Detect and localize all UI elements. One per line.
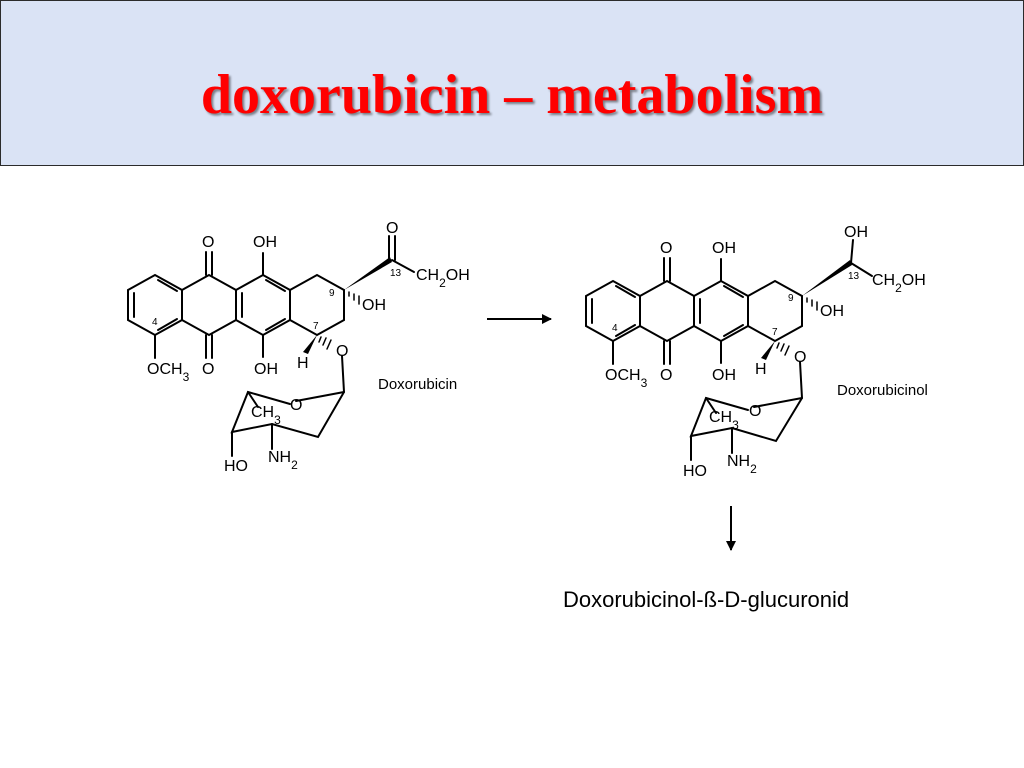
atom-number: 9 xyxy=(329,288,335,299)
atom-label: CH2OH xyxy=(872,272,926,295)
atom-number: 4 xyxy=(152,317,158,328)
atom-number: 7 xyxy=(313,321,319,332)
atom-label: OH xyxy=(712,367,736,384)
atom-number: 7 xyxy=(772,327,778,338)
molecule-doxorubicin xyxy=(127,235,415,457)
molecule-name-doxorubicin: Doxorubicin xyxy=(378,376,457,393)
doxorubicin-labels: O OH O CH2OH 13 9 OH 4 7 OCH3 O OH H O O… xyxy=(147,220,470,475)
title-band xyxy=(0,0,1024,166)
atom-label: CH3 xyxy=(709,409,739,432)
atom-label: CH3 xyxy=(251,404,281,427)
atom-label: OH xyxy=(362,297,386,314)
atom-label: OCH3 xyxy=(147,361,190,384)
atom-label: O xyxy=(749,403,761,420)
atom-label: H xyxy=(755,361,767,378)
atom-label: H xyxy=(297,355,309,372)
atom-number: 13 xyxy=(848,271,860,282)
atom-label: OH xyxy=(820,303,844,320)
doxorubicinol-labels: O OH OH CH2OH 13 9 OH 4 7 OCH3 O OH H O … xyxy=(605,224,928,480)
atom-number: 4 xyxy=(612,323,618,334)
molecule-doxorubicinol xyxy=(585,239,873,461)
atom-label: OCH3 xyxy=(605,367,648,390)
atom-label: OH xyxy=(844,224,868,241)
atom-label: HO xyxy=(224,458,248,475)
atom-label: O xyxy=(202,234,214,251)
atom-label: O xyxy=(794,349,806,366)
atom-label: CH2OH xyxy=(416,267,470,290)
slide-title: doxorubicin – metabolism xyxy=(200,64,824,126)
atom-label: OH xyxy=(712,240,736,257)
atom-label: NH2 xyxy=(268,449,298,472)
atom-label: O xyxy=(660,367,672,384)
molecule-name-doxorubicinol: Doxorubicinol xyxy=(837,382,928,399)
atom-number: 13 xyxy=(390,268,402,279)
atom-label: OH xyxy=(253,234,277,251)
atom-label: NH2 xyxy=(727,453,757,476)
atom-label: O xyxy=(202,361,214,378)
atom-label: O xyxy=(336,343,348,360)
atom-label: OH xyxy=(254,361,278,378)
atom-label: O xyxy=(660,240,672,257)
atom-number: 9 xyxy=(788,293,794,304)
atom-label: O xyxy=(386,220,398,237)
final-product-label: Doxorubicinol-ß-D-glucuronid xyxy=(563,587,850,612)
atom-label: O xyxy=(290,397,302,414)
atom-label: HO xyxy=(683,463,707,480)
